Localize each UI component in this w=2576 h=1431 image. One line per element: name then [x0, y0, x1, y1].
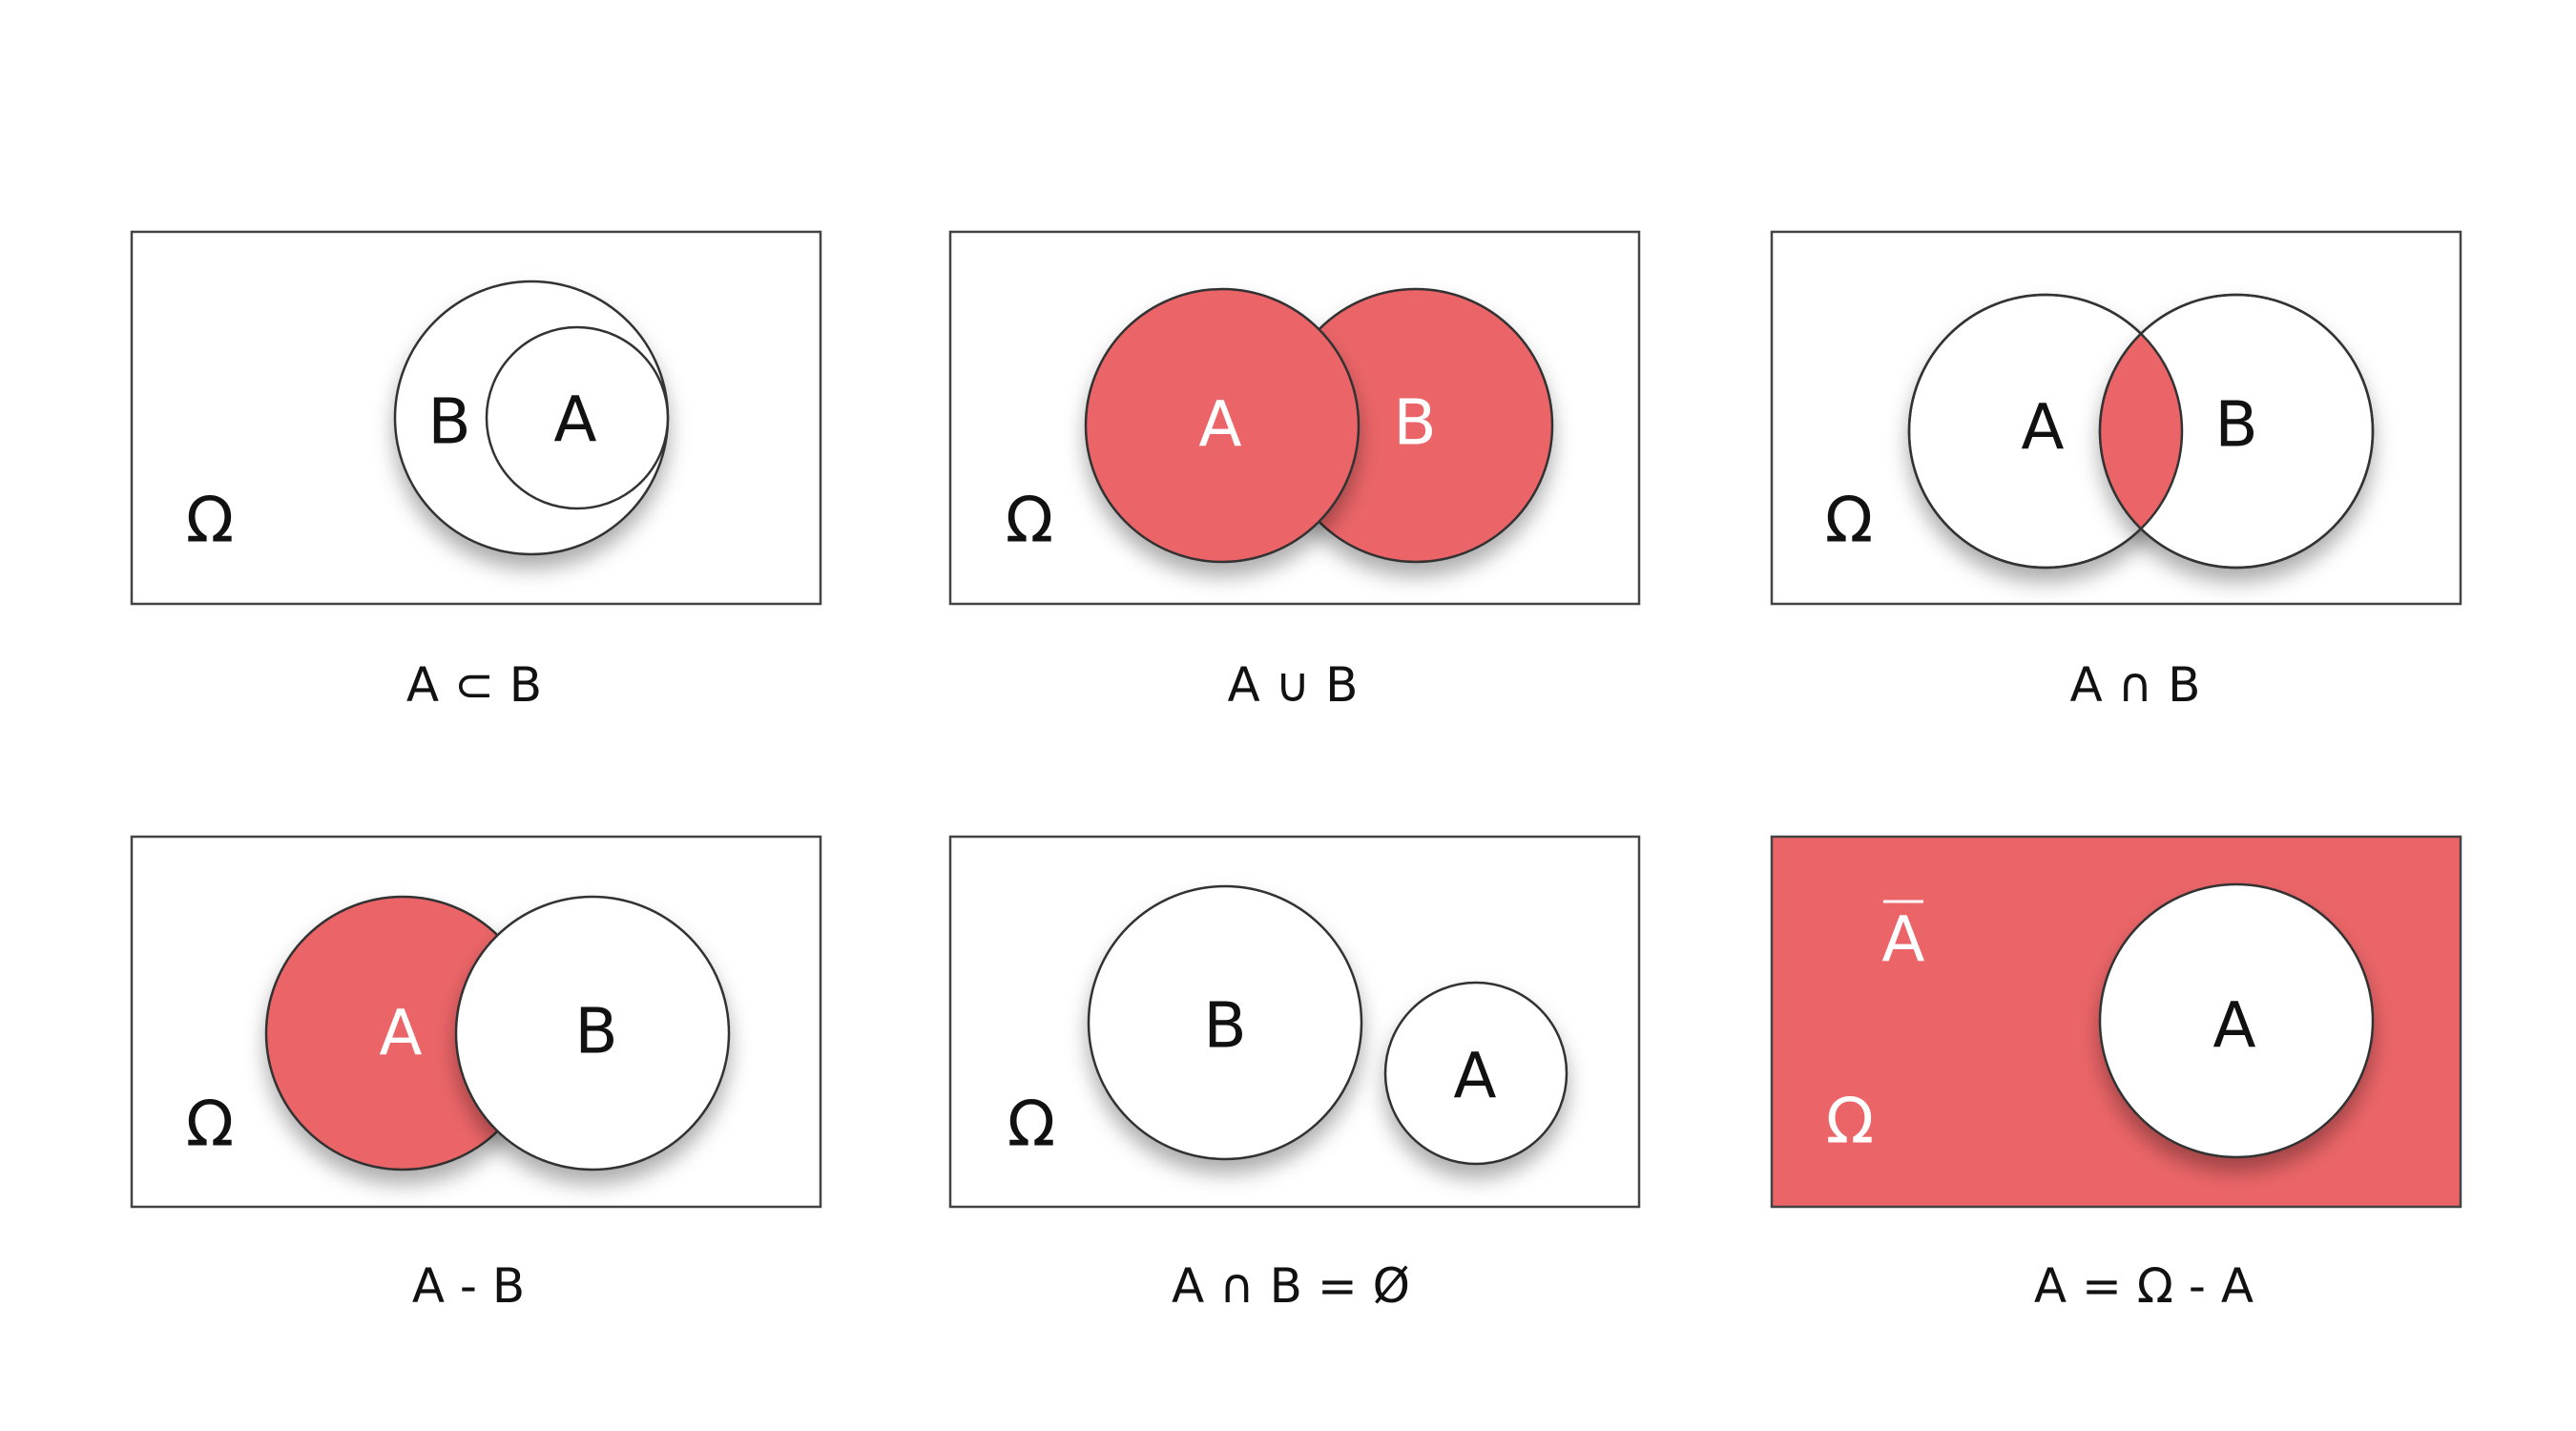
panel-caption: A - B: [412, 1258, 525, 1314]
panel-difference: A B Ω A - B: [130, 835, 822, 1314]
complement-label: A: [1881, 903, 1924, 977]
panel-subset: B A Ω A ⊂ B: [130, 230, 822, 713]
panel-caption: A ⊂ B: [406, 657, 542, 713]
set-b-label: B: [574, 995, 617, 1068]
set-b-circle: [1087, 884, 1363, 1161]
set-b-outline: [2098, 293, 2375, 570]
universe-symbol: Ω: [186, 484, 234, 557]
set-b-label: B: [1203, 989, 1246, 1063]
set-a-circle: [2098, 882, 2375, 1159]
set-a-label: A: [1198, 388, 1241, 462]
set-a-circle: [1084, 287, 1361, 564]
set-a-circle: [485, 325, 670, 510]
panel-disjoint: B A Ω A ∩ B = Ø: [948, 835, 1641, 1314]
panel-union: A B Ω A ∪ B: [948, 230, 1641, 713]
panel-intersection: A B Ω A ∩ B: [1770, 230, 2462, 713]
set-a-label: A: [2212, 989, 2255, 1063]
universe-symbol: Ω: [1825, 484, 1873, 557]
panel-caption: A = Ω - A: [2034, 1258, 2254, 1314]
set-b-label: B: [1393, 386, 1436, 460]
set-a-label: A: [379, 997, 422, 1070]
set-b-label: B: [427, 385, 470, 459]
panel-caption: A ∪ B: [1228, 657, 1359, 713]
universe-symbol: Ω: [186, 1088, 234, 1161]
set-b-circle: [454, 895, 731, 1172]
set-b-label: B: [2214, 388, 2257, 462]
panel-complement: A A Ω A = Ω - A: [1770, 835, 2462, 1314]
universe-symbol: Ω: [1826, 1085, 1874, 1158]
universe-symbol: Ω: [1008, 1088, 1055, 1161]
panel-caption: A ∩ B: [2070, 657, 2201, 713]
set-a-label: A: [2021, 391, 2064, 465]
set-a-outline: [1907, 293, 2184, 570]
panel-caption: A ∩ B = Ø: [1172, 1258, 1410, 1314]
set-a-circle: [1383, 981, 1568, 1166]
set-a-label: A: [553, 384, 596, 457]
universe-symbol: Ω: [1006, 484, 1053, 557]
set-a-label: A: [1453, 1040, 1496, 1113]
